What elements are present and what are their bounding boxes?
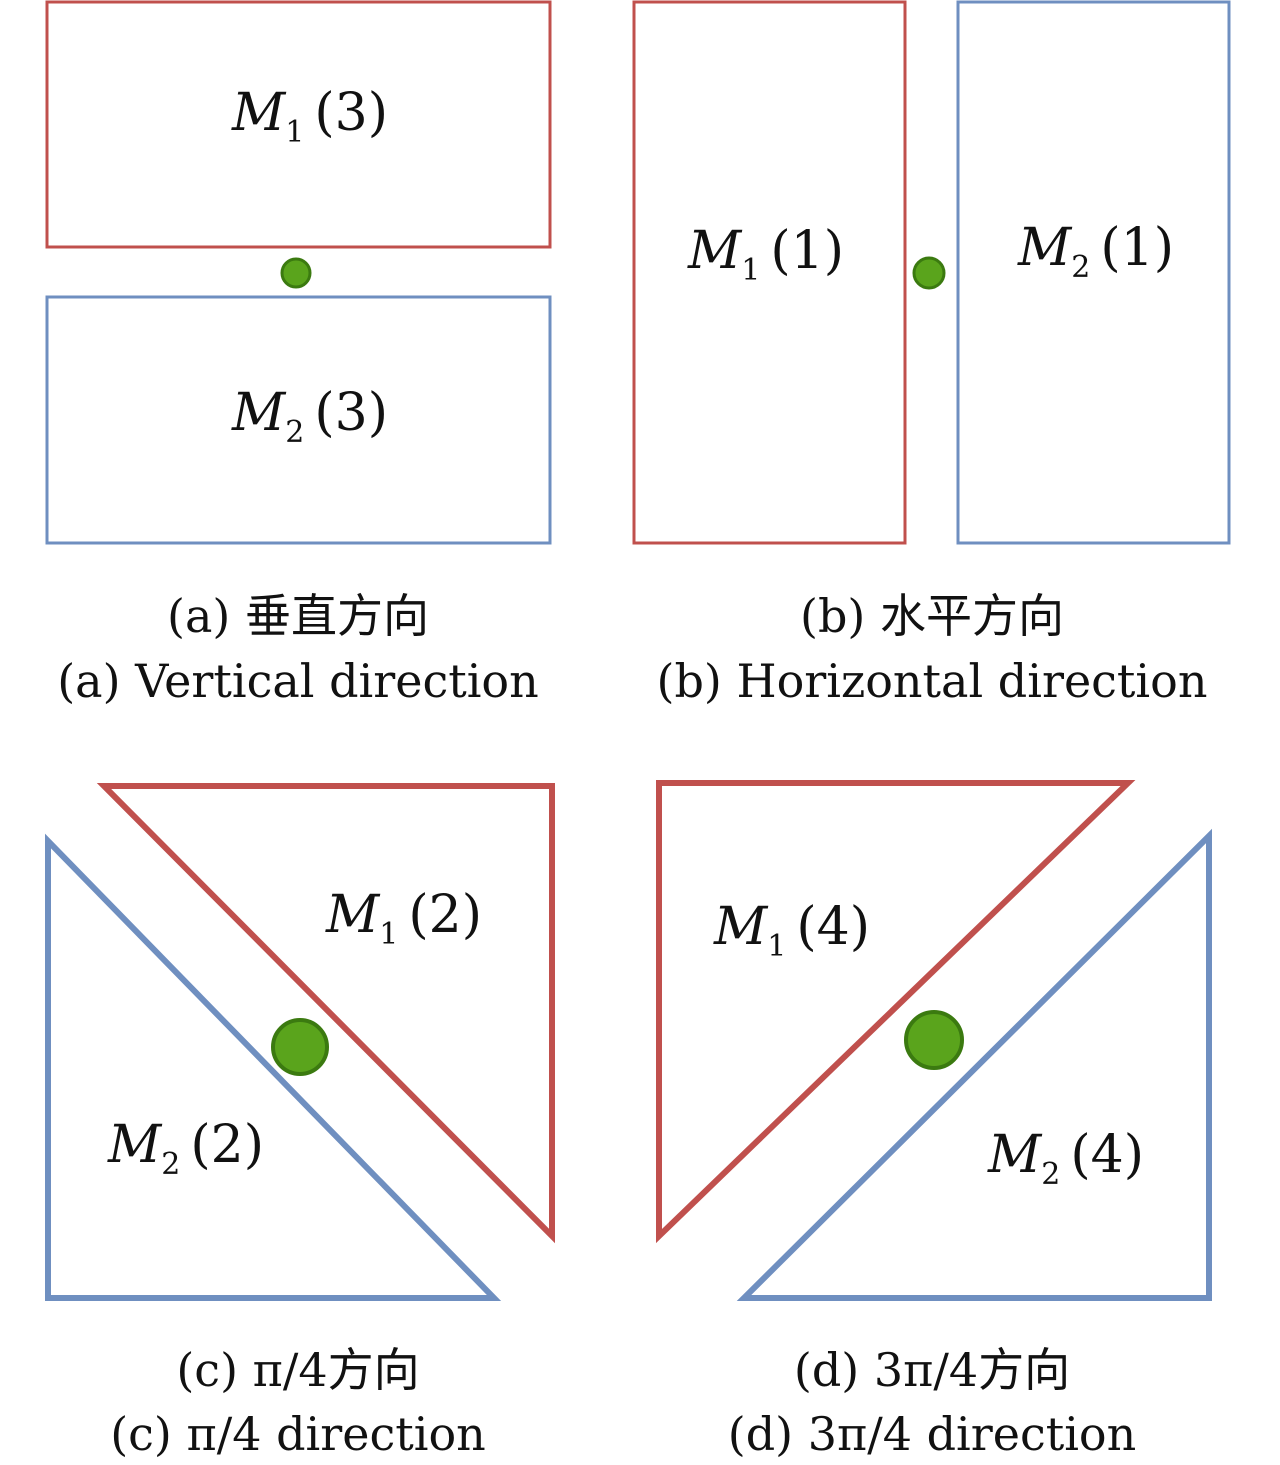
- panel-a-center-pixel: [280, 257, 312, 289]
- panel-c-caption-cn: (c) π/4方向: [176, 1343, 419, 1397]
- panel-d-caption-cn: (d) 3π/4方向: [794, 1343, 1070, 1397]
- panel-a-m1-region: [45, 0, 552, 249]
- panel-a-caption-en: (a) Vertical direction: [57, 654, 539, 708]
- panel-c-m2-region: [45, 833, 502, 1301]
- panel-c-center-pixel: [271, 1018, 329, 1076]
- panel-b-m2-label: M2(1): [1017, 218, 1174, 285]
- panel-b-caption-en: (b) Horizontal direction: [657, 654, 1208, 708]
- panel-d: M1(4) M2(4) (d) 3π/4方向 (d) 3π/4 directio…: [656, 780, 1212, 1461]
- panel-a-caption-cn: (a) 垂直方向: [167, 589, 429, 643]
- panel-c-m1-region: [96, 783, 555, 1244]
- panel-b-caption-cn: (b) 水平方向: [800, 589, 1064, 643]
- panel-a-m1-label: M1(3): [231, 83, 388, 150]
- panel-c-m1-label: M1(2): [325, 885, 482, 952]
- panel-d-caption-en: (d) 3π/4 direction: [728, 1407, 1137, 1461]
- panel-d-m1-region: [656, 780, 1136, 1244]
- panel-b-m1-region: [632, 0, 907, 545]
- panel-d-m1-label: M1(4): [713, 897, 870, 964]
- panel-b-center-pixel: [912, 256, 946, 290]
- panel-b-m1-label: M1(1): [687, 221, 844, 288]
- panel-b: M1(1) M2(1) (b) 水平方向 (b) Horizontal dire…: [632, 0, 1231, 708]
- panel-a-m2-region: [45, 295, 552, 545]
- panel-c-caption-en: (c) π/4 direction: [110, 1407, 486, 1461]
- panel-b-m2-region: [956, 0, 1231, 545]
- panel-c: M1(2) M2(2) (c) π/4方向 (c) π/4 direction: [45, 783, 555, 1461]
- panel-a: M1(3) M2(3) (a) 垂直方向 (a) Vertical direct…: [45, 0, 552, 708]
- panel-d-m2-label: M2(4): [987, 1125, 1144, 1192]
- panel-d-center-pixel: [904, 1010, 964, 1070]
- panel-a-m2-label: M2(3): [231, 383, 388, 450]
- panel-c-m2-label: M2(2): [107, 1115, 264, 1182]
- panel-d-m2-region: [736, 828, 1212, 1301]
